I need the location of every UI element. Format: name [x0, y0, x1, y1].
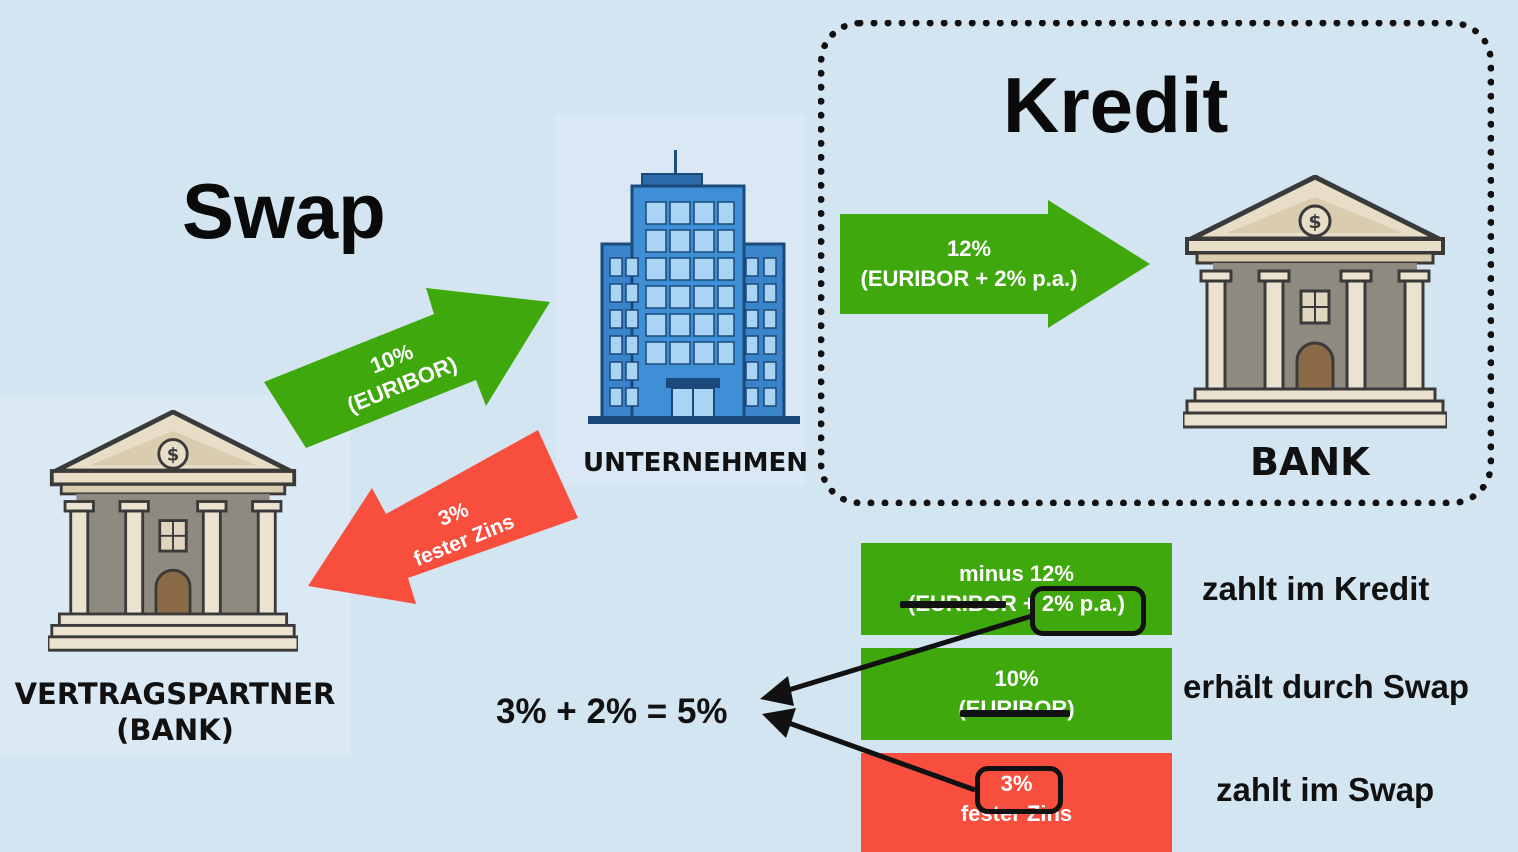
kredit-title: Kredit: [1003, 60, 1228, 151]
dollar-icon: $: [1308, 211, 1321, 233]
breakdown-credit-line1: minus 12%: [861, 543, 1172, 589]
connector-2pct-head: [760, 676, 794, 706]
counterparty-label-line1: VERTRAGSPARTNER: [0, 676, 350, 712]
credit-arrow-text: 12% (EURIBOR + 2% p.a.): [842, 234, 1096, 294]
breakdown-receive-line1: 10%: [861, 648, 1172, 694]
swap-title: Swap: [182, 166, 386, 257]
result-formula: 3% + 2% = 5%: [496, 692, 728, 732]
row-label-swap-pay: zahlt im Swap: [1216, 771, 1434, 809]
highlight-2pct: [1030, 586, 1146, 636]
company-label: UNTERNEHMEN: [583, 448, 808, 478]
bank-building-icon: $: [1183, 175, 1447, 431]
office-building-icon: [588, 148, 800, 426]
euribor-strike-swap: [960, 710, 1070, 717]
connector-3pct-head: [762, 708, 796, 738]
row-label-swap-receive: erhält durch Swap: [1183, 668, 1469, 706]
highlight-3pct: [975, 766, 1063, 814]
bank-building-icon: $: [48, 410, 298, 654]
credit-arrow-line2: (EURIBOR + 2% p.a.): [842, 264, 1096, 294]
breakdown-receive-line2: (EURIBOR): [861, 694, 1172, 724]
row-label-credit: zahlt im Kredit: [1202, 570, 1429, 608]
counterparty-label-line2: (BANK): [0, 712, 350, 748]
euribor-strike-credit: [900, 601, 1006, 608]
counterparty-label: VERTRAGSPARTNER (BANK): [0, 676, 350, 748]
bank-label: BANK: [1250, 440, 1370, 484]
dollar-icon: $: [167, 444, 180, 465]
credit-arrow-line1: 12%: [842, 234, 1096, 264]
breakdown-box-swap-receive: 10% (EURIBOR): [861, 648, 1172, 740]
